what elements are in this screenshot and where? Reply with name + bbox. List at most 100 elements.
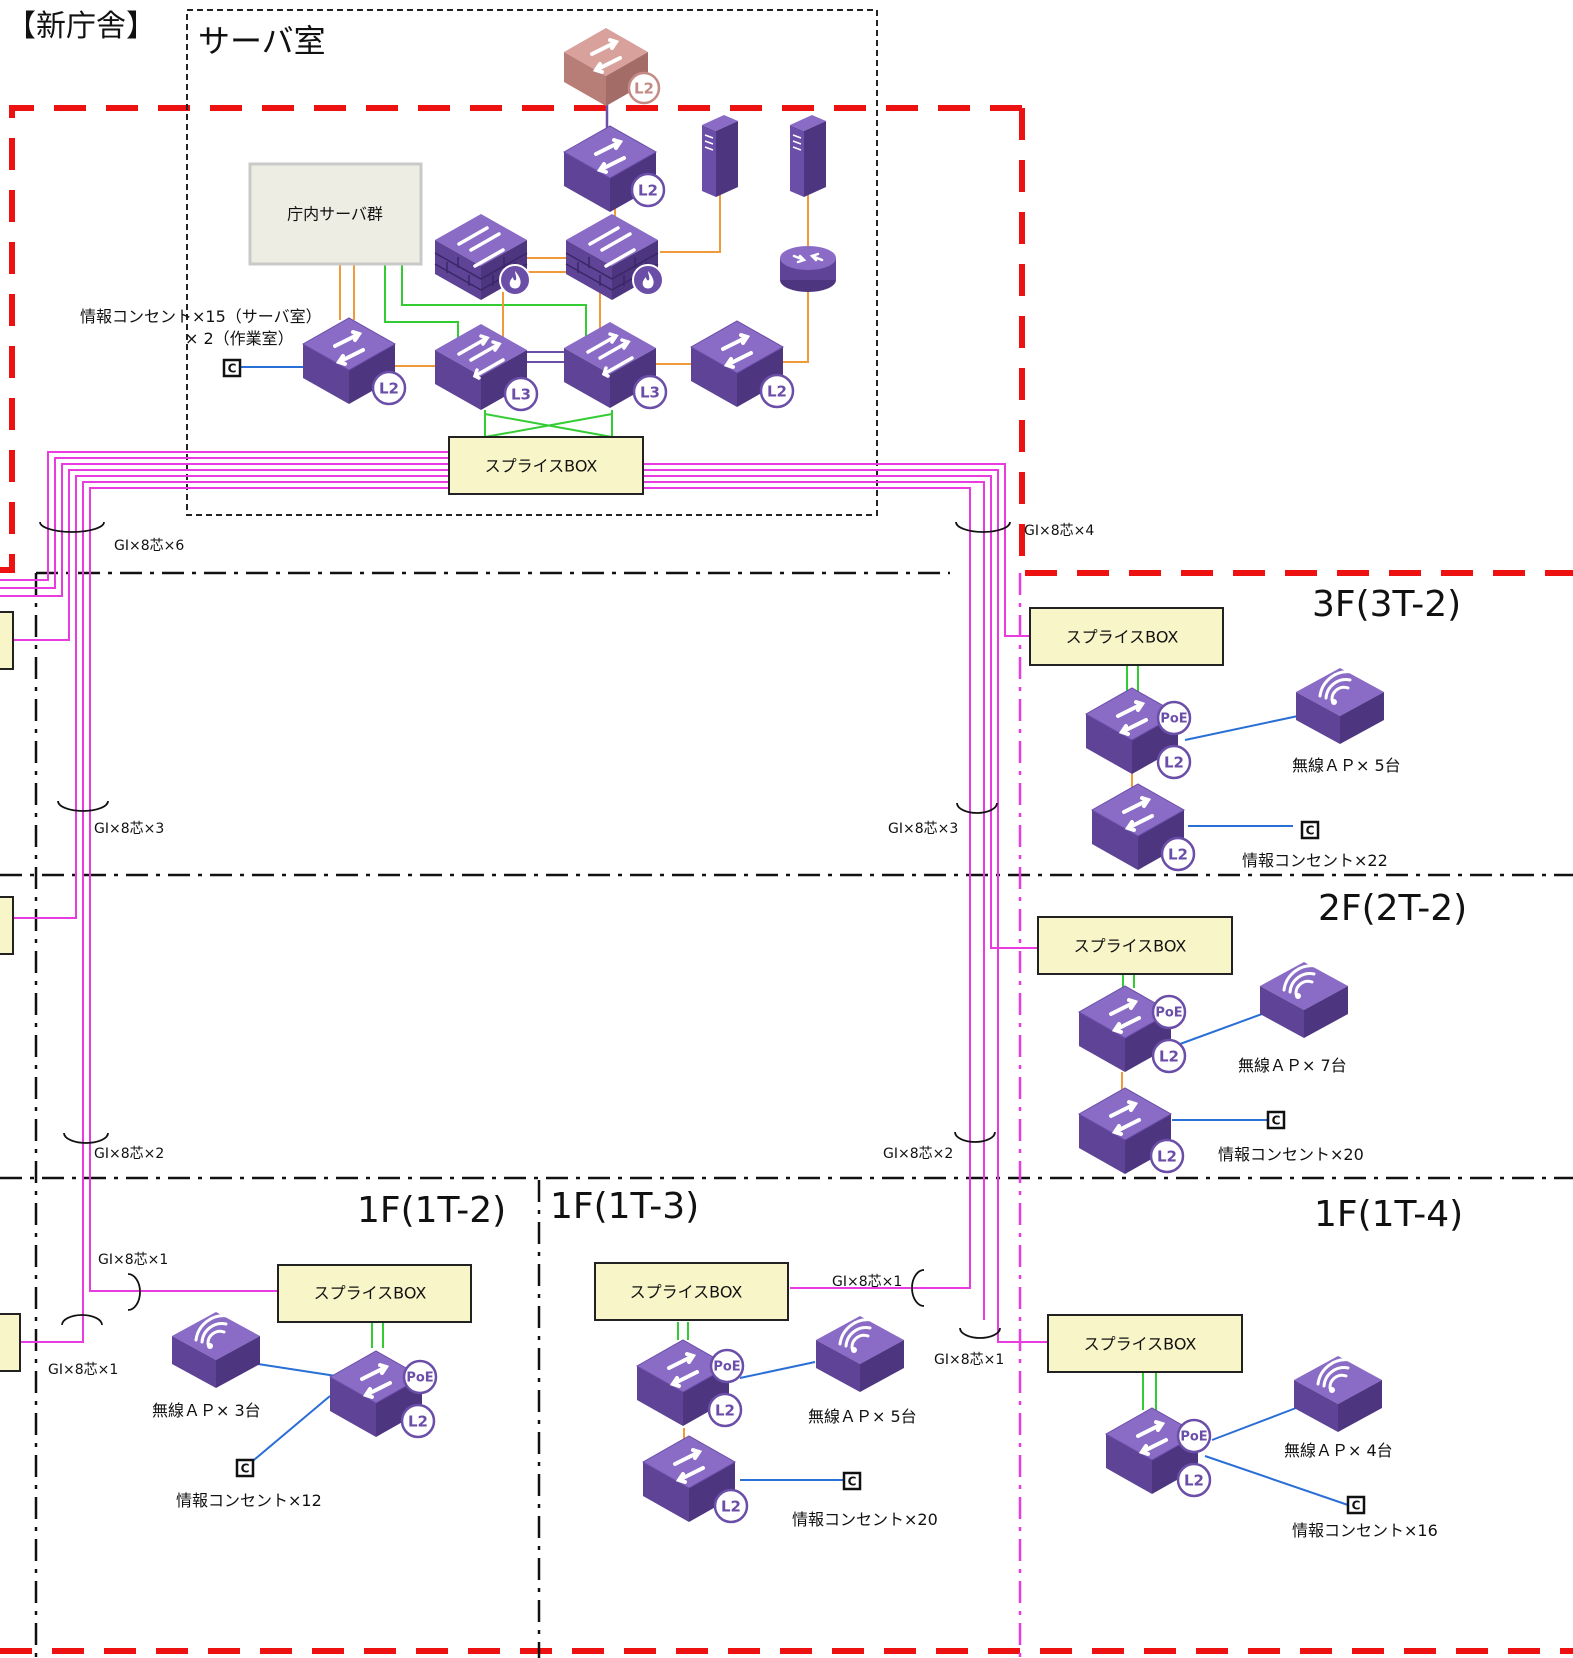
outlet-label-3f: 情報コンセント×22 [1242,851,1388,870]
splice-box-2f: スプライスBOX [1037,916,1233,975]
ap-label-1t3: 無線ＡＰ× 5台 [808,1407,917,1426]
server-room-links [240,100,809,438]
l2-switch-2f: L2 [1077,1086,1185,1176]
building-title: 【新庁舎】 [6,9,156,44]
svg-text:PoE: PoE [713,1360,740,1375]
svg-text:L2: L2 [767,383,787,401]
server-room-l2-switch-right: L2 [689,319,795,409]
svg-text:スプライスBOX: スプライスBOX [1074,937,1187,956]
fiber-label-left-main: GI×8芯×6 [114,538,184,554]
wireless-ap-icon [1258,960,1350,1040]
poe-switch-3f: PoE L2 [1084,686,1192,780]
poe-switch-1t3: PoE L2 [635,1338,745,1428]
server-room-outlet-note-2: × 2（作業室） [185,329,294,348]
floor-title-1t4: 1F(1T-4) [1314,1194,1463,1235]
splice-box-offscreen [0,611,21,1372]
svg-text:L2: L2 [1168,846,1188,864]
wireless-ap-icon [814,1314,906,1394]
svg-text:PoE: PoE [1160,712,1187,727]
poe-switch-1t2: PoE L2 [328,1349,438,1439]
svg-text:スプライスBOX: スプライスBOX [485,457,598,476]
svg-text:L3: L3 [640,384,660,402]
l2-switch-3f: L2 [1090,782,1196,872]
poe-switch-1t4: PoE L2 [1104,1406,1212,1498]
l2-switch-1t3: L2 [641,1434,749,1524]
floor-title-1t2: 1F(1T-2) [357,1190,506,1231]
svg-text:L2: L2 [379,380,399,398]
scope-border [0,105,1573,1654]
wireless-ap-icon [170,1310,262,1390]
ap-label-1t2: 無線ＡＰ× 3台 [152,1401,261,1420]
svg-text:L2: L2 [721,1498,741,1516]
svg-text:L2: L2 [715,1402,735,1420]
svg-text:L2: L2 [638,182,658,200]
splice-box-1t4: スプライスBOX [1047,1314,1243,1373]
server-group-box: 庁内サーバ群 [248,162,423,266]
router-icon [778,244,838,294]
server-room-title: サーバ室 [198,22,326,60]
svg-text:L2: L2 [1159,1048,1179,1066]
server-tower-icon [701,114,739,198]
floor-title-1t3: 1F(1T-3) [550,1186,699,1227]
outlet-icon [222,358,242,378]
outlet-icon [1346,1495,1366,1515]
server-room-l2-switch: L2 [301,316,407,406]
svg-text:L2: L2 [1157,1148,1177,1166]
outlet-label-2f: 情報コンセント×20 [1218,1145,1364,1164]
fiber-lines [0,451,1048,1343]
svg-text:庁内サーバ群: 庁内サーバ群 [287,205,383,224]
floor-dividers [0,571,1573,1658]
fiber-label-left-1f-b: GI×8芯×1 [48,1362,118,1378]
server-tower-icon [789,114,827,198]
svg-text:L2: L2 [634,80,654,98]
outlet-icon [1266,1110,1286,1130]
svg-text:L3: L3 [511,386,531,404]
firewall-right-icon [564,212,664,302]
fiber-label-mid-1f: GI×8芯×1 [832,1274,902,1290]
outlet-label-1t3: 情報コンセント×20 [792,1510,938,1529]
ap-label-2f: 無線ＡＰ× 7台 [1238,1056,1347,1075]
fiber-label-right-2f: GI×8芯×2 [883,1146,953,1162]
bundle-markers [39,521,1011,1339]
splice-box-1t2: スプライスBOX [277,1264,472,1323]
splice-box-server-room: スプライスBOX [448,436,644,495]
outlet-icon [1300,820,1320,840]
fiber-label-right-main: GI×8芯×4 [1024,523,1094,539]
fiber-label-left-3f: GI×8芯×3 [94,821,164,837]
fiber-label-left-2f: GI×8芯×2 [94,1146,164,1162]
svg-text:PoE: PoE [1180,1430,1207,1445]
floor-title-2f: 2F(2T-2) [1318,888,1467,929]
wireless-ap-icon [1292,1354,1384,1434]
outlet-label-1t4: 情報コンセント×16 [1292,1521,1438,1540]
svg-text:L2: L2 [1184,1472,1204,1490]
svg-text:L2: L2 [1164,754,1184,772]
server-room-border [186,9,878,516]
splice-box-1t3: スプライスBOX [594,1262,789,1321]
floor-title-3f: 3F(3T-2) [1312,584,1461,625]
floor-links [247,666,1349,1506]
fiber-label-right-1f: GI×8芯×1 [934,1352,1004,1368]
external-l2-switch: L2 [564,28,661,106]
splice-box-3f: スプライスBOX [1029,607,1224,666]
server-room-outlet-note-1: 情報コンセント×15（サーバ室） [80,307,322,326]
wireless-ap-icon [1294,666,1386,746]
svg-text:PoE: PoE [406,1371,433,1386]
l3-switch-left: L3 [433,322,539,412]
l3-switch-right: L3 [562,320,668,410]
ap-label-3f: 無線ＡＰ× 5台 [1292,756,1401,775]
core-l2-switch-top: L2 [562,124,666,214]
fiber-label-right-3f: GI×8芯×3 [888,821,958,837]
svg-text:PoE: PoE [1155,1006,1182,1021]
firewall-left-icon [433,212,531,302]
ap-label-1t4: 無線ＡＰ× 4台 [1284,1441,1393,1460]
poe-switch-2f: PoE L2 [1077,984,1187,1074]
fiber-label-left-1f-a: GI×8芯×1 [98,1252,168,1268]
svg-text:L2: L2 [408,1413,428,1431]
svg-text:スプライスBOX: スプライスBOX [1066,628,1179,647]
outlet-label-1t2: 情報コンセント×12 [176,1491,322,1510]
svg-text:スプライスBOX: スプライスBOX [1084,1335,1197,1354]
svg-text:スプライスBOX: スプライスBOX [630,1283,743,1302]
outlet-icon [842,1471,862,1491]
outlet-icon [235,1458,255,1478]
